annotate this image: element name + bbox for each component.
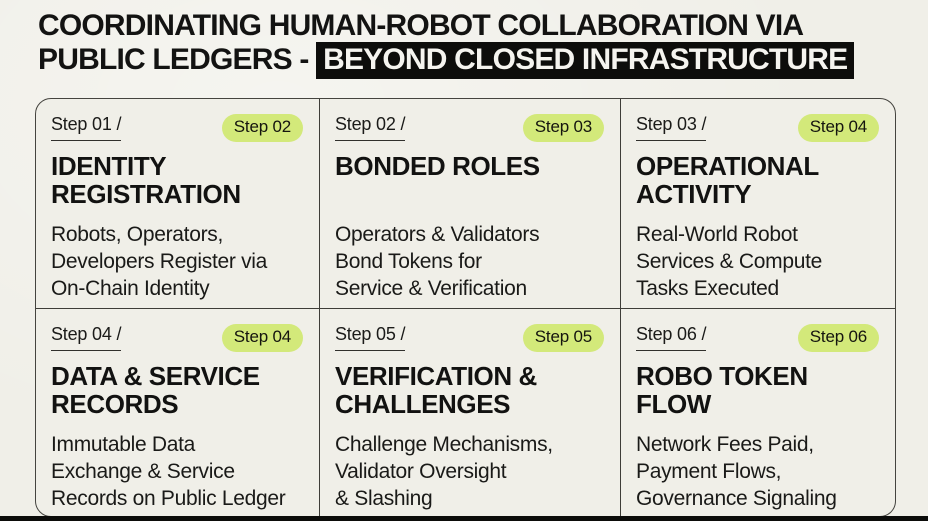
page-title: COORDINATING HUMAN-ROBOT COLLABORATION V…	[38, 9, 855, 79]
step-badge: Step 04	[221, 324, 303, 352]
step-card-3: Step 03 / Step 04 OPERATIONAL ACTIVITY R…	[621, 99, 895, 309]
step-card-1: Step 01 / Step 02 IDENTITY REGISTRATION …	[36, 99, 320, 309]
step-card-2: Step 02 / Step 03 BONDED ROLES Operators…	[320, 99, 621, 309]
step-heading: DATA & SERVICE RECORDS	[51, 361, 260, 420]
step-badge: Step 04	[797, 114, 879, 142]
step-header: Step 02 / Step 03	[335, 114, 606, 142]
step-header: Step 01 / Step 02	[51, 114, 305, 142]
step-description: Immutable Data Exchange & Service Record…	[51, 433, 286, 510]
title-line-2-prefix: PUBLIC LEDGERS -	[38, 43, 317, 76]
title-highlight: BEYOND CLOSED INFRASTRUCTURE	[316, 42, 855, 79]
step-badge: Step 05	[522, 324, 604, 352]
step-badge: Step 06	[797, 324, 879, 352]
step-heading: OPERATIONAL ACTIVITY	[636, 151, 819, 210]
step-description: Real-World Robot Services & Compute Task…	[636, 223, 823, 300]
step-card-5: Step 05 / Step 05 VERIFICATION & CHALLEN…	[320, 309, 621, 516]
step-heading: IDENTITY REGISTRATION	[51, 151, 241, 210]
step-card-6: Step 06 / Step 06 ROBO TOKEN FLOW Networ…	[621, 309, 895, 516]
step-heading: ROBO TOKEN FLOW	[636, 361, 808, 420]
step-description: Robots, Operators, Developers Register v…	[51, 223, 268, 300]
step-description: Operators & Validators Bond Tokens for S…	[335, 223, 540, 300]
step-label: Step 03 /	[636, 114, 706, 141]
step-header: Step 03 / Step 04	[636, 114, 881, 142]
step-heading: VERIFICATION & CHALLENGES	[335, 361, 537, 420]
step-header: Step 06 / Step 06	[636, 324, 881, 352]
step-label: Step 05 /	[335, 324, 405, 351]
title-line-2: PUBLIC LEDGERS - BEYOND CLOSED INFRASTRU…	[38, 42, 855, 79]
step-card-4: Step 04 / Step 04 DATA & SERVICE RECORDS…	[36, 309, 320, 516]
step-label: Step 02 /	[335, 114, 405, 141]
step-header: Step 04 / Step 04	[51, 324, 305, 352]
steps-grid: Step 01 / Step 02 IDENTITY REGISTRATION …	[35, 98, 896, 517]
step-label: Step 06 /	[636, 324, 706, 351]
step-header: Step 05 / Step 05	[335, 324, 606, 352]
step-heading: BONDED ROLES	[335, 151, 540, 181]
bottom-edge-bar	[0, 516, 928, 521]
title-line-1: COORDINATING HUMAN-ROBOT COLLABORATION V…	[38, 9, 804, 42]
step-badge: Step 03	[522, 114, 604, 142]
step-description: Challenge Mechanisms, Validator Oversigh…	[335, 433, 553, 510]
step-badge: Step 02	[221, 114, 303, 142]
step-label: Step 04 /	[51, 324, 121, 351]
step-label: Step 01 /	[51, 114, 121, 141]
step-description: Network Fees Paid, Payment Flows, Govern…	[636, 433, 837, 510]
